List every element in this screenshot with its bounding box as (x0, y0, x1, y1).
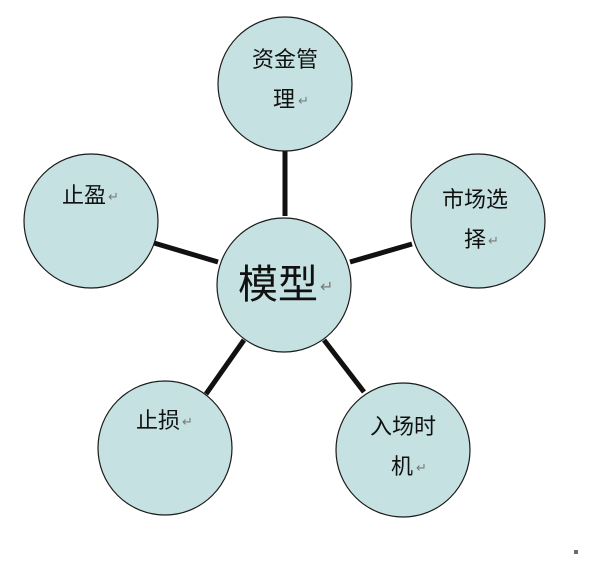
paragraph-mark-icon: ↵ (182, 415, 193, 430)
node-take-profit-circle (23, 153, 159, 289)
connector-stop-loss (203, 338, 247, 396)
corner-dot (574, 550, 578, 554)
node-stop-loss-circle (97, 380, 233, 516)
node-stop-loss[interactable]: 止损 ↵ (97, 380, 233, 516)
node-fund-management-label-line1: 资金管 (252, 48, 318, 73)
node-center-circle (216, 217, 352, 353)
node-fund-management-circle (217, 16, 353, 152)
node-take-profit-label: 止盈 (62, 184, 106, 209)
node-center-label: 模型 (238, 262, 318, 308)
node-entry-timing-label-line2: 机 (391, 455, 413, 480)
connectors (153, 150, 413, 396)
node-entry-timing[interactable]: 入场时 机 ↵ (335, 382, 471, 518)
node-stop-loss-label: 止损 (136, 409, 180, 434)
paragraph-mark-icon: ↵ (108, 190, 119, 205)
connector-market-selection (349, 241, 413, 265)
node-market-selection-label-line2: 择 (464, 228, 486, 253)
node-market-selection-label-line1: 市场选 (442, 188, 508, 213)
node-market-selection[interactable]: 市场选 择 ↵ (410, 153, 546, 289)
paragraph-mark-icon: ↵ (416, 461, 427, 476)
paragraph-mark-icon: ↵ (488, 234, 499, 249)
paragraph-mark-icon: ↵ (320, 277, 333, 296)
paragraph-mark-icon: ↵ (298, 94, 309, 109)
connector-take-profit (153, 240, 219, 265)
node-center-model[interactable]: 模型 ↵ (216, 217, 352, 353)
node-fund-management-label-line2: 理 (273, 88, 295, 113)
node-market-selection-circle (410, 153, 546, 289)
node-entry-timing-label-line1: 入场时 (370, 415, 436, 440)
node-take-profit[interactable]: 止盈 ↵ (23, 153, 159, 289)
node-entry-timing-circle (335, 382, 471, 518)
connector-entry-timing (322, 338, 366, 394)
node-fund-management[interactable]: 资金管 理 ↵ (217, 16, 353, 152)
